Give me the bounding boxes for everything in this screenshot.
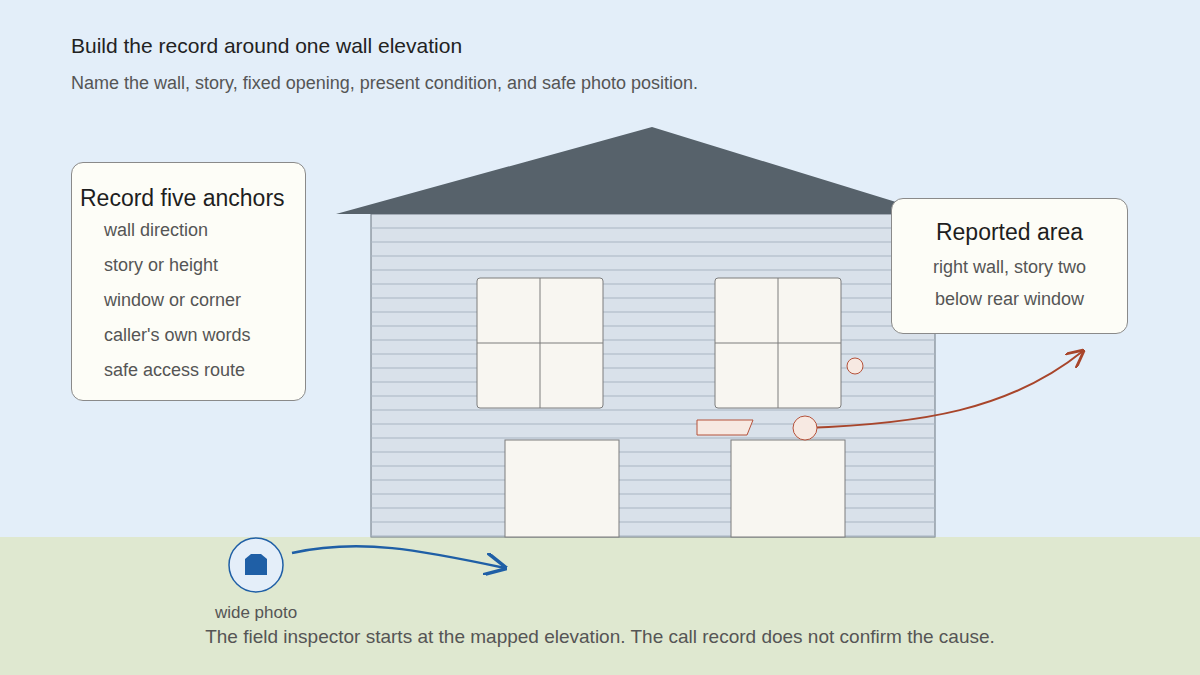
- siding-line: [371, 508, 935, 509]
- list-item: story or height: [80, 248, 297, 283]
- siding-line: [371, 396, 935, 397]
- door: [731, 440, 845, 537]
- photo-position: wide photo: [196, 536, 316, 628]
- siding-line: [371, 228, 935, 229]
- anchor-list-box: Record five anchorswall directionstory o…: [71, 162, 306, 401]
- title: Build the record around one wall elevati…: [71, 34, 462, 58]
- leader-arrow: [805, 351, 1083, 428]
- siding-line: [371, 340, 935, 341]
- list-item: window or corner: [80, 283, 297, 318]
- siding-line: [371, 312, 935, 313]
- siding-line: [371, 298, 935, 299]
- icon-glyph: [245, 554, 267, 575]
- photo-direction-arrow: [292, 546, 505, 568]
- list-item: safe access route: [80, 353, 297, 388]
- reported-marker: [793, 416, 817, 440]
- box-body: right wall, story two below rear window: [912, 251, 1107, 315]
- list-item: wall direction: [80, 213, 297, 248]
- siding-line: [371, 256, 935, 257]
- siding-line: [371, 242, 935, 243]
- siding-line: [371, 452, 935, 453]
- subtitle: Name the wall, story, fixed opening, pre…: [71, 73, 698, 94]
- siding-line: [371, 438, 935, 439]
- siding-line: [371, 536, 935, 537]
- siding-line: [371, 424, 935, 425]
- callout-box: Reported area right wall, story two below…: [891, 198, 1128, 334]
- siding-line: [371, 466, 935, 467]
- caption: The field inspector starts at the mapped…: [0, 626, 1200, 648]
- list-item: caller's own words: [80, 318, 297, 353]
- siding-line: [371, 382, 935, 383]
- siding-lines: [371, 228, 935, 536]
- siding-line: [371, 284, 935, 285]
- siding-line: [371, 354, 935, 355]
- siding-line: [371, 494, 935, 495]
- wall: [371, 214, 935, 537]
- damage-marker: [697, 420, 753, 435]
- icon-circle: [229, 538, 283, 592]
- siding-line: [371, 270, 935, 271]
- box-heading: Reported area: [902, 217, 1117, 247]
- stain-marker: [847, 358, 863, 374]
- door: [505, 440, 619, 537]
- box-heading: Record five anchors: [80, 183, 297, 213]
- window: [477, 278, 603, 408]
- camera-icon: [226, 536, 286, 596]
- siding-line: [371, 326, 935, 327]
- icon-label: wide photo: [196, 598, 316, 628]
- siding-line: [371, 410, 935, 411]
- roof: [336, 127, 935, 214]
- siding-line: [371, 522, 935, 523]
- window: [715, 278, 841, 408]
- siding-line: [371, 480, 935, 481]
- ground: [0, 537, 1200, 675]
